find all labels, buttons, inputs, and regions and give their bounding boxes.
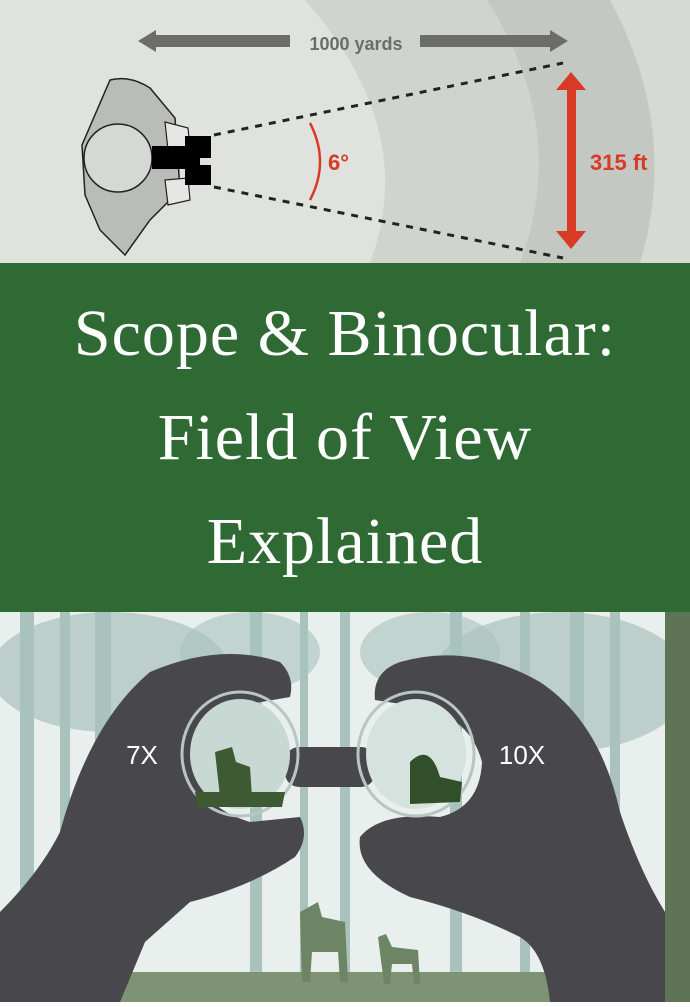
left-lens: [180, 690, 300, 818]
binoculars-icon: [152, 136, 211, 185]
left-magnification: 7X: [126, 740, 158, 770]
angle-arc: [308, 122, 322, 201]
fov-line-upper: [213, 61, 564, 137]
title-line-2: Field of View: [157, 400, 533, 474]
distance-label: 1000 yards: [309, 34, 402, 54]
right-edge-strip: [665, 612, 690, 1002]
right-magnification: 10X: [499, 740, 545, 770]
field-of-view-diagram: 1000 yards 6° 315 ft: [0, 0, 690, 263]
distance-arrow: [138, 30, 568, 52]
width-label: 315 ft: [590, 150, 648, 175]
deer-silhouettes: [300, 902, 420, 984]
hands: [0, 654, 665, 1002]
fov-line-lower: [213, 185, 564, 260]
title-banner: Scope & Binocular: Field of View Explain…: [0, 263, 690, 612]
title-line-1: Scope & Binocular:: [73, 296, 617, 370]
person-icon: [81, 77, 191, 257]
binocular-illustration: 7X 10X: [0, 612, 690, 1002]
width-arrow: [556, 72, 586, 249]
title-line-3: Explained: [206, 504, 484, 578]
angle-label: 6°: [328, 150, 349, 175]
right-lens: [356, 690, 476, 818]
